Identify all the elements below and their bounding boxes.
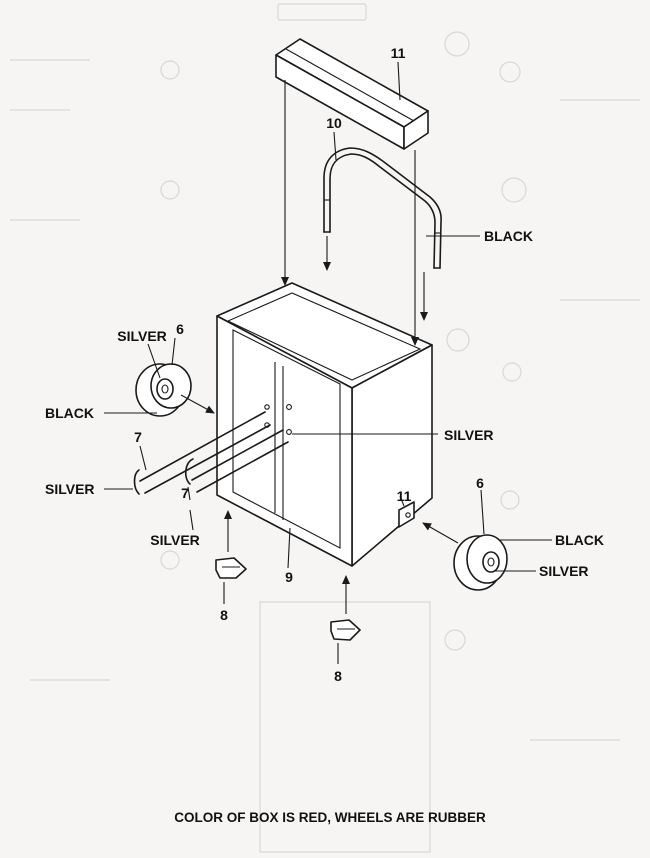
- part-number-9: 9: [285, 569, 293, 585]
- label-axle-left: SILVER: [45, 481, 95, 497]
- label-right-wheel-outer: BLACK: [555, 532, 604, 548]
- diagram-caption: COLOR OF BOX IS RED, WHEELS ARE RUBBER: [174, 810, 486, 825]
- part-number-8-right: 8: [334, 668, 342, 684]
- color-labels: SILVER BLACK SILVER SILVER SILVER BLACK …: [45, 228, 604, 579]
- part-number-10: 10: [326, 115, 342, 131]
- part-number-6-left: 6: [176, 321, 184, 337]
- part-number-11: 11: [391, 45, 406, 61]
- label-right-wheel-inner: SILVER: [539, 563, 589, 579]
- part-number-11-lower: 11: [397, 488, 412, 504]
- part-number-7-lower: 7: [181, 485, 189, 501]
- part-11-top-bracket: [275, 38, 429, 150]
- label-left-wheel-inner: BLACK: [45, 405, 94, 421]
- part-9-box: [216, 282, 433, 567]
- part-7-axles: [133, 411, 289, 495]
- leader-lines: [104, 61, 552, 664]
- part-10-handle: [323, 147, 442, 269]
- label-handle: BLACK: [484, 228, 533, 244]
- assembly-arrows: [180, 80, 459, 614]
- part-number-8-left: 8: [220, 607, 228, 623]
- part-number-7-upper: 7: [134, 429, 142, 445]
- part-6-right-wheel: [453, 534, 508, 591]
- part-numbers: 11 10 6 7 7 11 6 9 8 8: [134, 45, 484, 684]
- part-8-feet: [215, 557, 361, 641]
- label-box-hole: SILVER: [444, 427, 494, 443]
- label-left-wheel-outer: SILVER: [117, 328, 167, 344]
- part-number-6-right: 6: [476, 475, 484, 491]
- part-6-left-wheel: [135, 363, 192, 417]
- show-through-ghost: [10, 3, 640, 853]
- label-axle-lower: SILVER: [150, 532, 200, 548]
